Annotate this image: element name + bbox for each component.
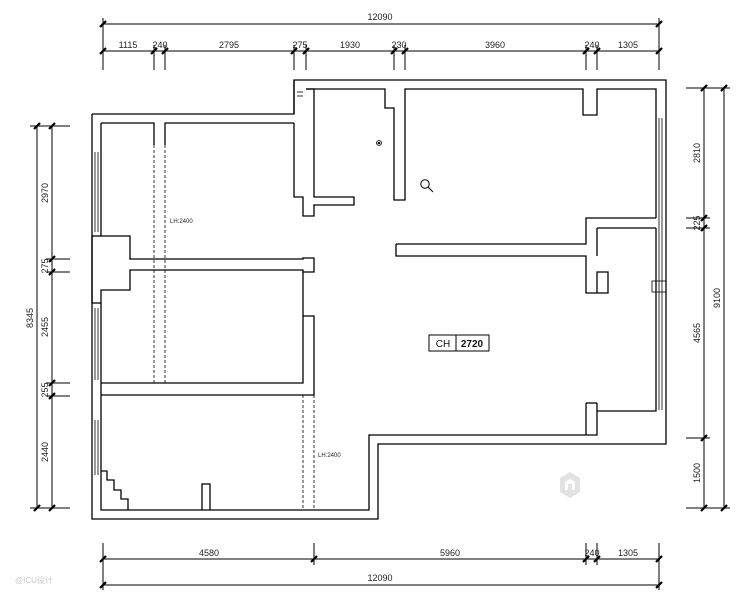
top-dim-segment: 1930 <box>340 40 360 50</box>
left-notch-walls <box>91 235 315 304</box>
left-dim-segment: 2440 <box>40 442 50 462</box>
top-total-dimension: 12090 <box>367 12 392 22</box>
bottom-dim-segment: 5960 <box>440 548 460 558</box>
top-dim-segment: 3960 <box>485 40 505 50</box>
right-dimension-ticks <box>700 84 728 512</box>
bottom-dim-segment: 1305 <box>618 548 638 558</box>
bottom-dim-segment: 240 <box>584 548 599 558</box>
bottom-dimension-chain <box>102 543 660 590</box>
top-dim-segment: 240 <box>584 40 599 50</box>
left-dimension-chain <box>30 125 70 509</box>
top-dim-segment: 240 <box>152 40 167 50</box>
ceiling-height-tag: CH 2720 <box>428 334 490 352</box>
right-dim-segment: 225 <box>692 215 702 230</box>
windows <box>94 91 667 475</box>
right-dim-segment: 4565 <box>692 323 702 343</box>
bottom-dimension-ticks <box>99 555 663 589</box>
magnifier-icon <box>420 179 434 193</box>
right-dim-segment: 1500 <box>692 463 702 483</box>
right-total-dimension: 9100 <box>712 288 722 308</box>
ceiling-height-value: 2720 <box>461 339 484 350</box>
left-dim-segment: 255 <box>40 382 50 397</box>
top-dimension-chain <box>102 18 660 70</box>
lh-label-lower: LH:2400 <box>318 453 341 459</box>
top-dimension-ticks <box>99 20 663 55</box>
top-dim-segment: 1115 <box>119 40 138 50</box>
left-dimension-ticks <box>33 122 56 512</box>
top-dim-segment: 230 <box>391 40 406 50</box>
left-dim-segment: 2970 <box>40 183 50 203</box>
top-dim-segment: 1305 <box>618 40 638 50</box>
left-dim-segment: 2455 <box>40 317 50 337</box>
lh-label-upper: LH:2400 <box>170 219 193 225</box>
ceiling-height-label: CH <box>436 339 450 350</box>
dashed-beam-lines <box>153 145 315 510</box>
top-dim-segment: 2795 <box>219 40 239 50</box>
bottom-dim-segment: 4580 <box>199 548 219 558</box>
bottom-total-dimension: 12090 <box>367 573 392 583</box>
top-dim-segment: 275 <box>292 40 307 50</box>
interior-walls <box>101 80 656 510</box>
watermark-text: @ICU设计 <box>15 575 53 585</box>
left-dim-segment: 275 <box>40 258 50 273</box>
left-total-dimension: 8345 <box>25 308 35 328</box>
right-dim-segment: 2810 <box>692 143 702 163</box>
floor-drain-icon <box>376 140 382 146</box>
watermark-logo-icon <box>560 472 580 498</box>
